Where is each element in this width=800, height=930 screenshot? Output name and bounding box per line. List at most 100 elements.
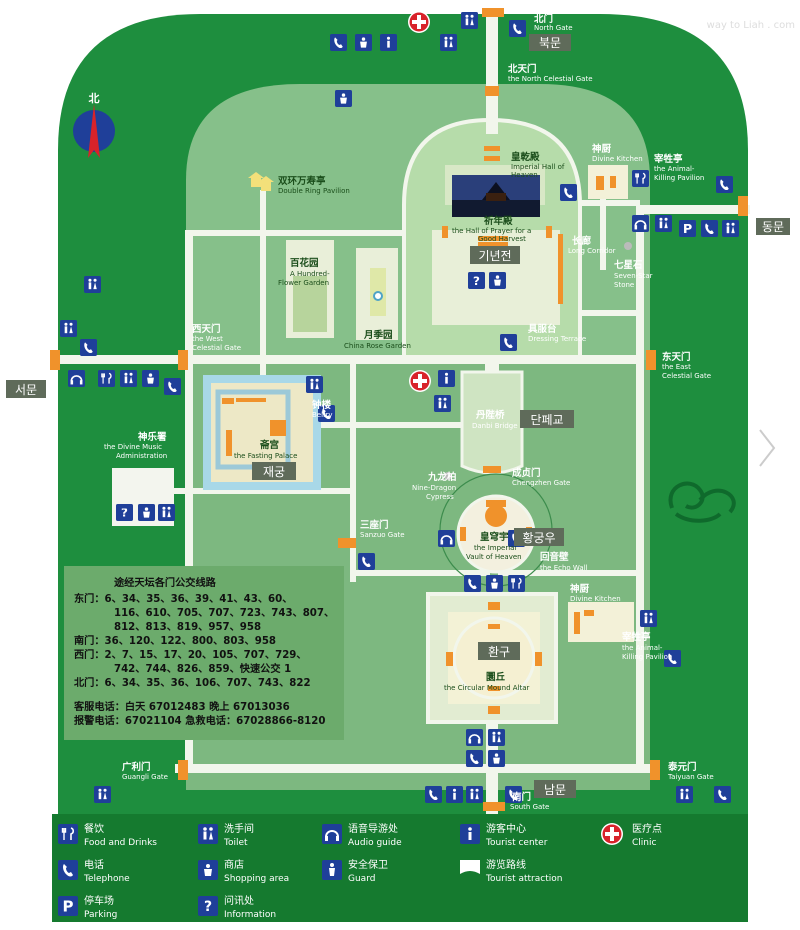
south-pavilion-en2: Killing Pavilion xyxy=(622,653,672,661)
next-arrow-icon[interactable] xyxy=(759,429,776,467)
bus-line-west-2: 742、744、826、859、快速公交 1 xyxy=(114,662,291,675)
emergency-phone: 报警电话：67021104 急救电话：67028866-8120 xyxy=(74,714,325,727)
chengzhen-gate-label: 成贞门 xyxy=(512,467,541,479)
telephone-icon xyxy=(500,334,517,351)
legend-info-cn: 问讯处 xyxy=(224,894,254,907)
toilet-icon xyxy=(158,504,175,521)
huangqian-label: 皇乾殿 xyxy=(511,151,540,163)
shopping-icon xyxy=(198,860,218,880)
telephone-icon xyxy=(560,184,577,201)
qiniandian-kr: 기년전 xyxy=(478,249,511,263)
south-pavilion-en1: the Animal- xyxy=(622,644,663,652)
legend-route-cn: 游览路线 xyxy=(486,858,526,871)
legend-shop-en: Shopping area xyxy=(224,874,289,884)
shopping-icon xyxy=(489,272,506,289)
fasting-palace-kr: 재궁 xyxy=(263,465,285,479)
telephone-icon xyxy=(509,20,526,37)
chengzhen-gate-en: Chengzhen Gate xyxy=(512,479,570,487)
tourist-center-icon xyxy=(446,786,463,803)
food-drink-icon xyxy=(98,370,115,387)
toilet-icon xyxy=(60,320,77,337)
west-gate-en: West Gate xyxy=(2,365,49,375)
north-pavilion-en2: Killing Pavilion xyxy=(654,174,704,182)
north-gate-label: 北门 xyxy=(534,13,553,25)
legend-audio-cn: 语音导游处 xyxy=(348,822,398,835)
circular-mound-en: the Circular Mound Altar xyxy=(444,684,530,692)
toilet-icon xyxy=(84,276,101,293)
telephone-icon xyxy=(714,786,731,803)
legend-guard-cn: 安全保卫 xyxy=(348,858,388,871)
north-pavilion-label: 宰牲亭 xyxy=(654,153,683,165)
toilet-icon xyxy=(461,12,478,29)
danbi-bridge-en: Danbi Bridge xyxy=(472,422,518,430)
north-pavilion-en1: the Animal- xyxy=(654,165,695,173)
east-gate-label: 东门 xyxy=(752,187,774,201)
telephone-icon xyxy=(466,750,483,767)
toilet-icon xyxy=(120,370,137,387)
east-celestial-gate-label: 东天门 xyxy=(662,351,691,363)
bus-info: 途经天坛各门公交线路 东门：6、34、35、36、39、41、43、60、 11… xyxy=(73,576,334,727)
clinic-icon xyxy=(409,370,431,392)
korean-tags: 북문 동문 서문 기년전 단페교 재궁 황궁우 환구 남문 xyxy=(6,34,790,798)
danbi-bridge xyxy=(460,370,524,475)
telephone-icon xyxy=(716,176,733,193)
toilet-icon xyxy=(440,34,457,51)
guard-icon xyxy=(322,860,342,880)
legend-guard-en: Guard xyxy=(348,874,375,884)
huangqian-en1: Imperial Hall of xyxy=(511,163,565,171)
food-drink-icon xyxy=(58,824,78,844)
legend-tourist-center-cn: 游客中心 xyxy=(486,822,526,835)
information-icon xyxy=(468,272,485,289)
north-celestial-gate-en: the North Celestial Gate xyxy=(508,75,593,83)
tourist-center-icon xyxy=(380,34,397,51)
legend-clinic-cn: 医疗点 xyxy=(632,822,662,835)
imperial-vault-en1: the Imperial xyxy=(474,544,516,552)
rose-garden-en: China Rose Garden xyxy=(344,342,411,350)
food-drink-icon xyxy=(632,170,649,187)
legend-audio-en: Audio guide xyxy=(348,838,402,848)
imperial-vault-label: 皇穹宇 xyxy=(480,531,509,543)
shopping-icon xyxy=(335,90,352,107)
dressing-terrace-en: Dressing Terrace xyxy=(528,335,586,343)
audio-guide-icon xyxy=(322,824,342,844)
sanzuo-gate-label: 三座门 xyxy=(360,519,389,531)
tourist-center-icon xyxy=(460,824,480,844)
tourist-attraction-icon xyxy=(460,860,480,874)
taiyuan-gate-label: 泰元门 xyxy=(667,761,697,773)
divine-music-en1: the Divine Music xyxy=(104,443,162,451)
legend-parking-en: Parking xyxy=(84,910,117,920)
bus-line-east-3: 812、813、819、957、958 xyxy=(114,622,261,633)
north-celestial-gate-label: 北天门 xyxy=(508,63,537,75)
pavilion-icon xyxy=(248,172,274,191)
guangli-gate-label: 广利门 xyxy=(122,761,151,773)
seven-star-label: 七星石 xyxy=(614,259,643,271)
shopping-icon xyxy=(488,750,505,767)
west-celestial-gate-en2: Celestial Gate xyxy=(192,344,241,352)
east-celestial-gate-en2: Celestial Gate xyxy=(662,372,711,380)
north-gate-en: North Gate xyxy=(534,24,573,32)
toilet-icon xyxy=(306,376,323,393)
gate-markers xyxy=(50,8,748,811)
legend-shop-cn: 商店 xyxy=(224,858,244,871)
telephone-icon xyxy=(58,860,78,880)
toilet-icon xyxy=(434,395,451,412)
seven-star-en1: Seven-Star xyxy=(614,272,653,280)
bus-line-east-2: 116、610、705、707、723、743、807、 xyxy=(114,608,334,619)
legend: 餐饮 Food and Drinks 洗手间 Toilet 语音导游处 Audi… xyxy=(58,822,662,920)
clinic-icon xyxy=(601,823,623,845)
legend-parking-cn: 停车场 xyxy=(84,894,114,907)
clinic-icon xyxy=(408,11,430,33)
north-marker: 北 xyxy=(89,91,100,105)
west-celestial-gate-label: 西天门 xyxy=(192,323,221,335)
danbi-bridge-label: 丹陛桥 xyxy=(476,409,505,421)
audio-guide-icon xyxy=(68,370,85,387)
toilet-icon xyxy=(466,786,483,803)
cloud-decoration xyxy=(668,481,736,523)
legend-route-en: Tourist attraction xyxy=(485,874,562,884)
shopping-icon xyxy=(486,575,503,592)
bus-line-east-1: 东门：6、34、35、36、39、41、43、60、 xyxy=(74,592,292,605)
bus-info-box xyxy=(64,566,344,740)
north-kitchen xyxy=(588,165,628,199)
